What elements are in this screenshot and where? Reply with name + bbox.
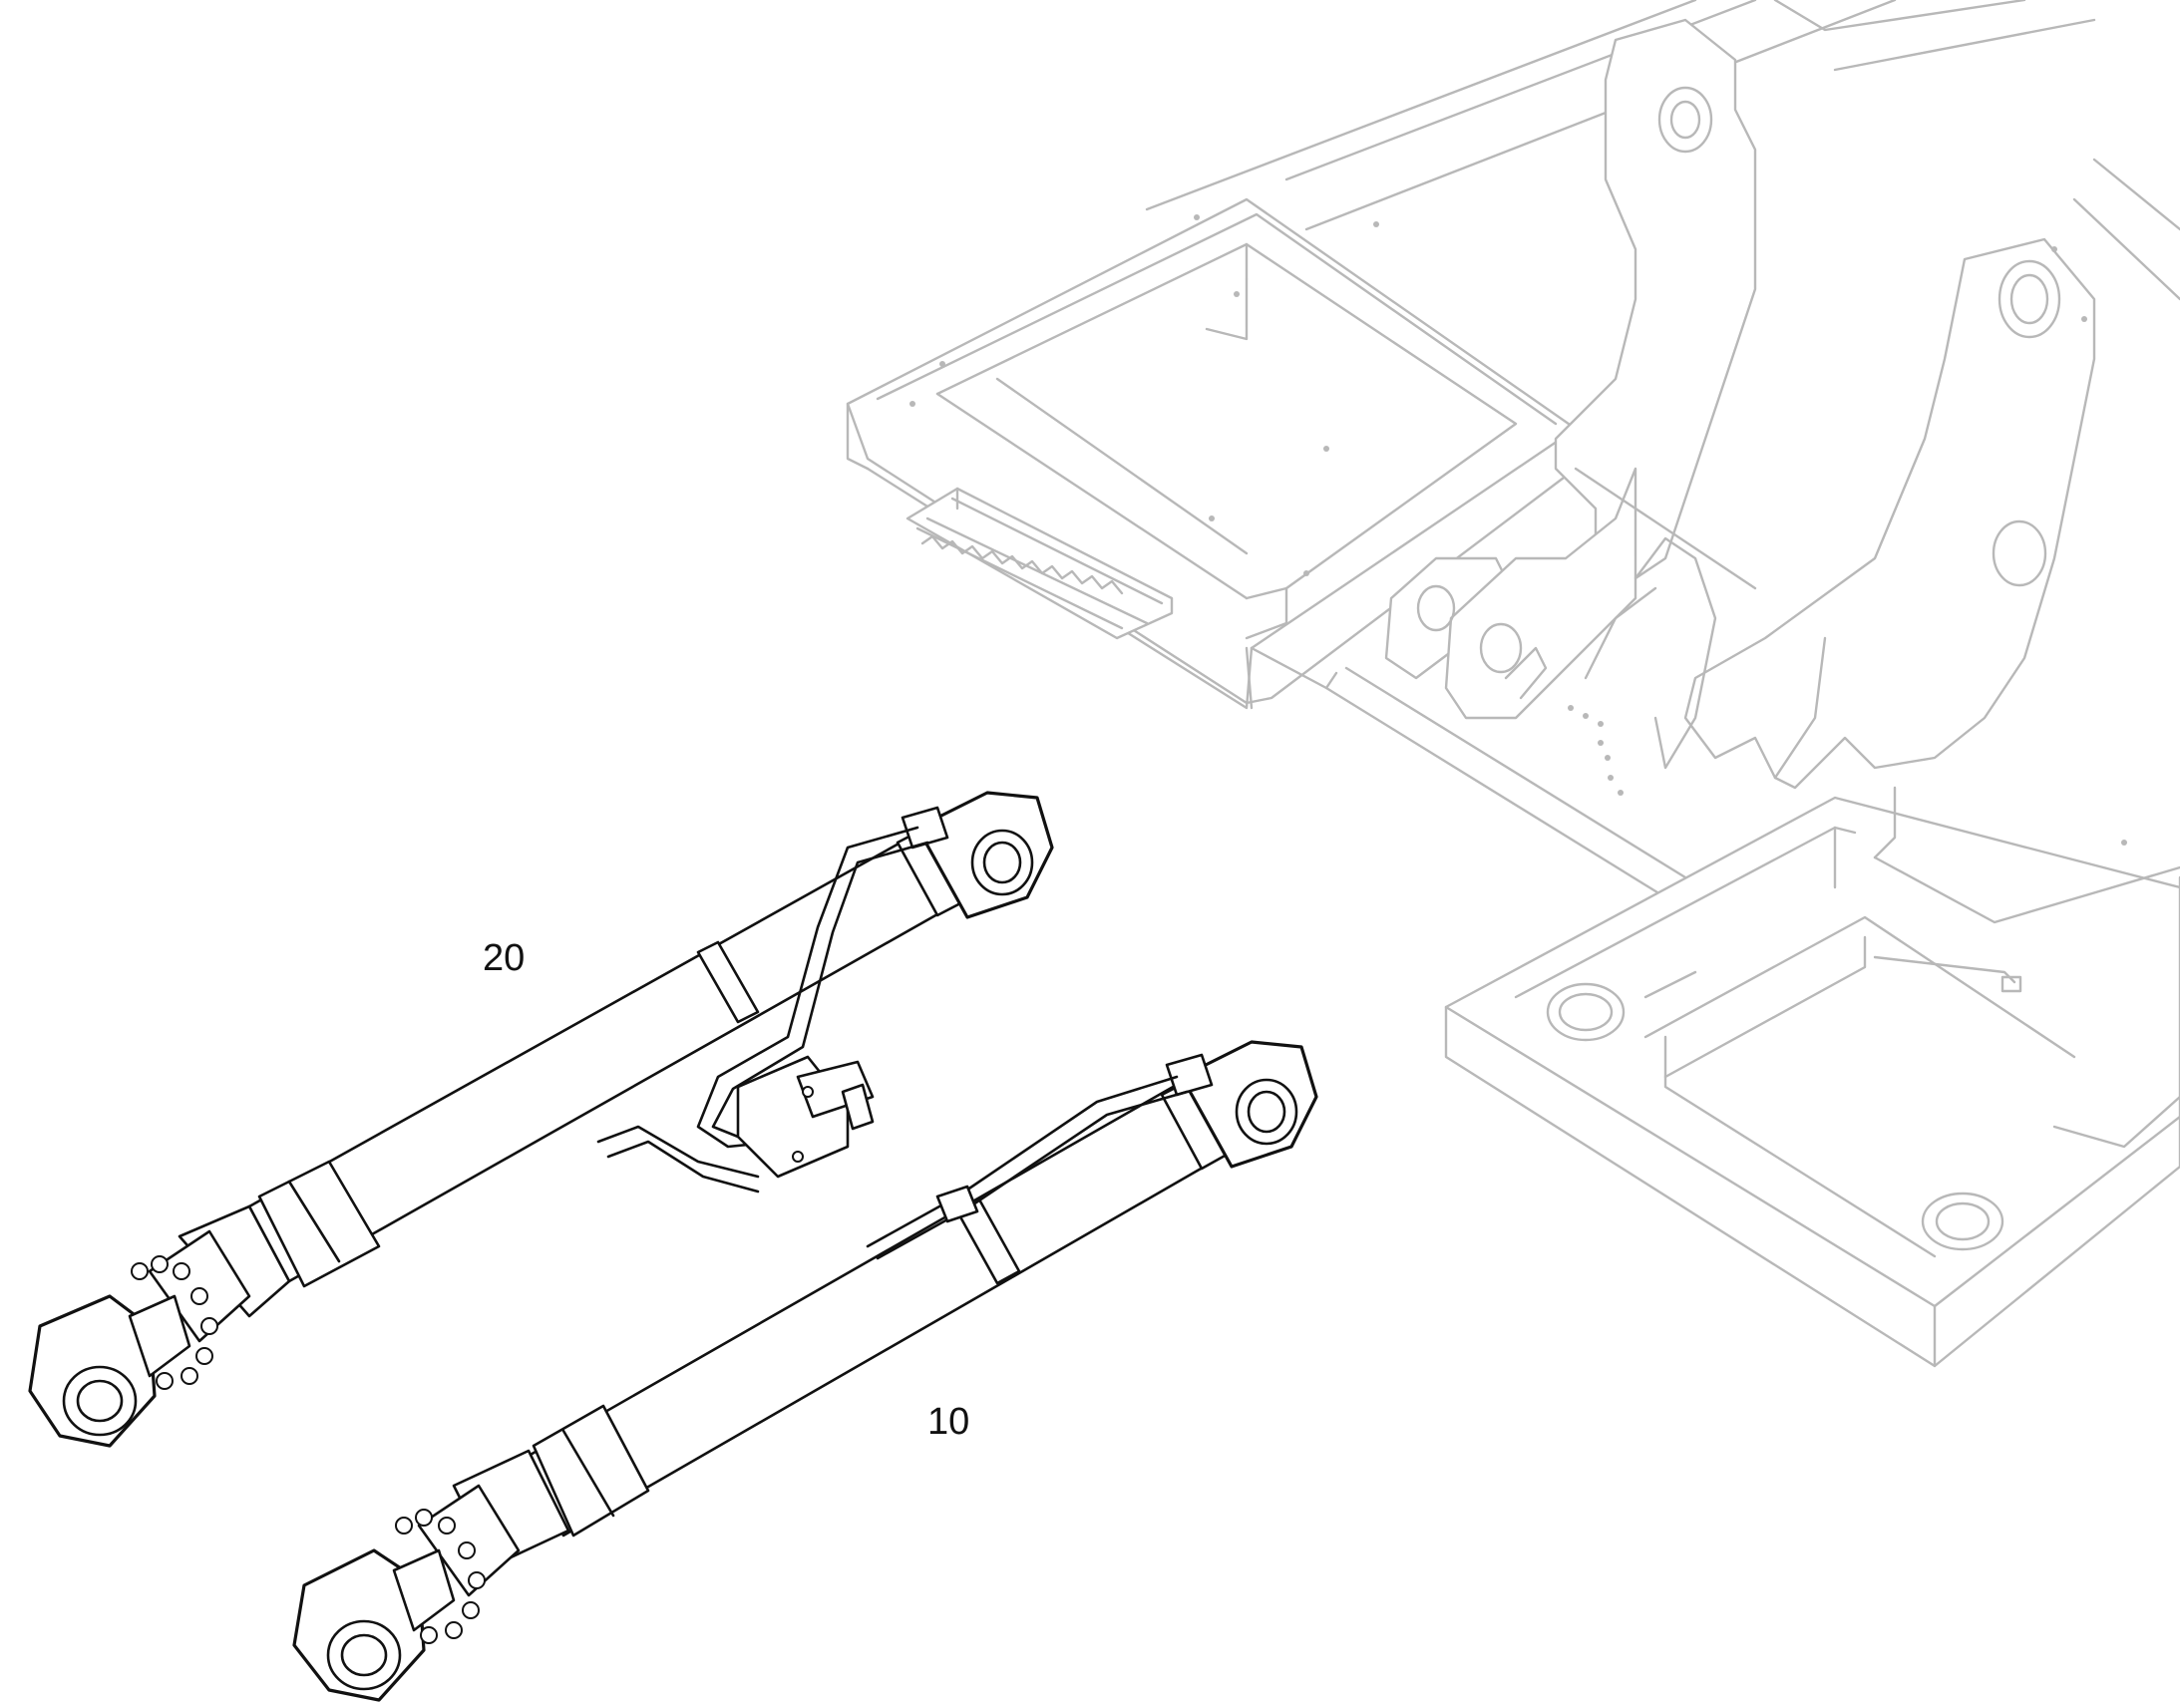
- machine-frame: [846, 0, 2180, 1368]
- callout-label-10: 10: [927, 1401, 970, 1443]
- rivet-column: [1568, 705, 1624, 796]
- bolt-flange-20: [131, 1255, 218, 1390]
- hydraulic-cylinder-10: [292, 1040, 1318, 1702]
- callout-label-20: 20: [483, 937, 526, 979]
- bolt-flange-10: [395, 1509, 486, 1644]
- hydraulic-cylinder-20: [28, 791, 1054, 1448]
